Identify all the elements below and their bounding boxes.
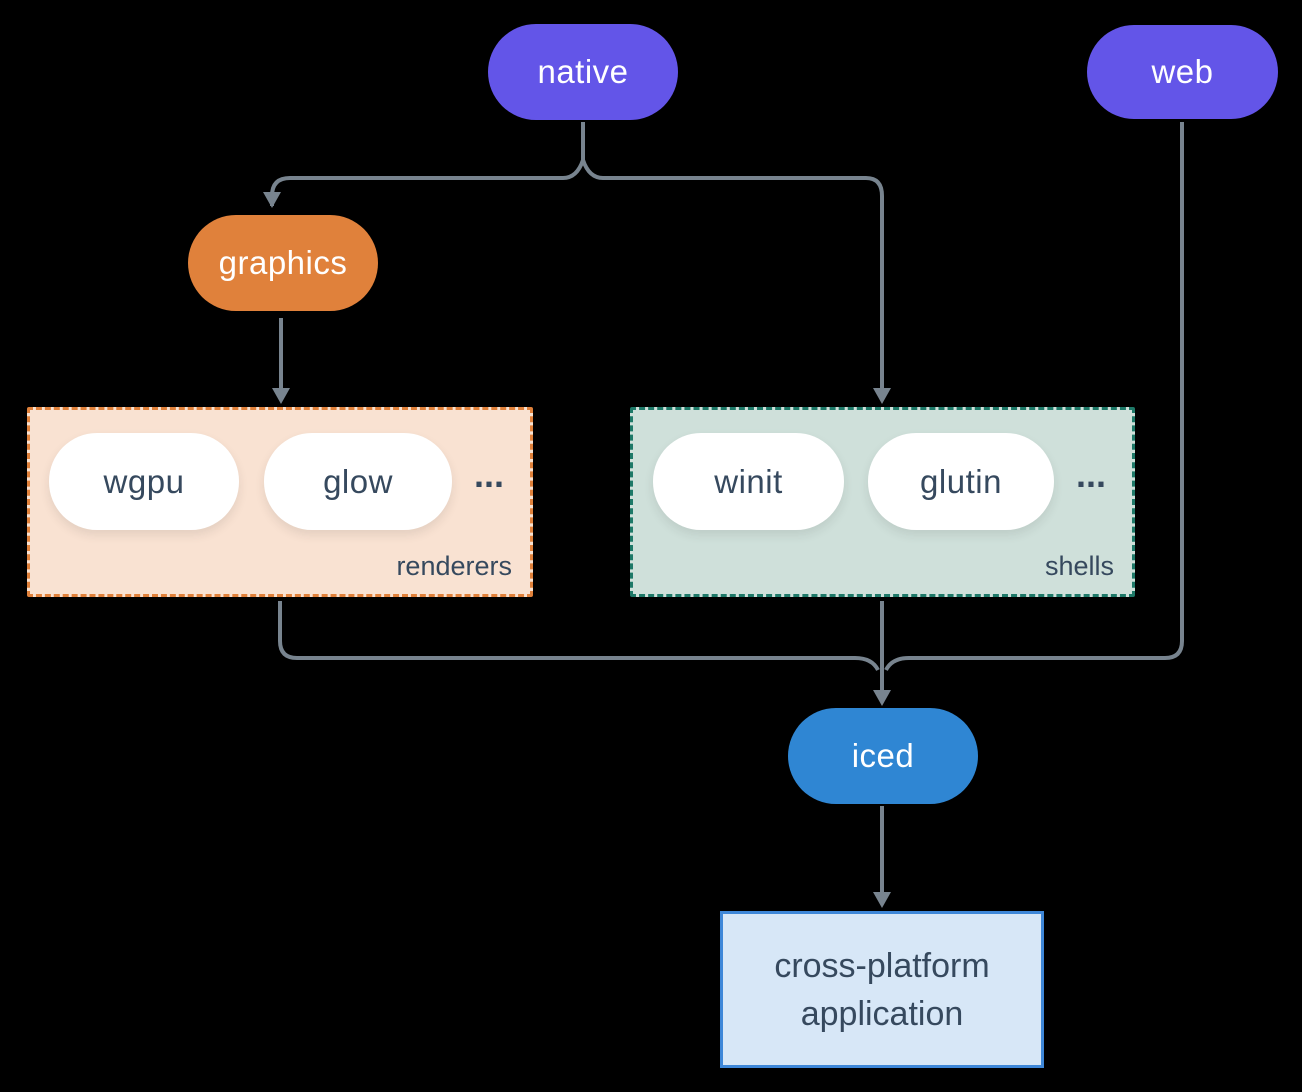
node-glow: glow: [264, 433, 452, 530]
app-label-line1: cross-platform: [774, 946, 990, 985]
node-graphics: graphics: [188, 215, 378, 311]
edge-renderers-merge: [278, 601, 880, 671]
arrowhead-renderers: [272, 388, 290, 404]
node-web: web: [1087, 25, 1278, 119]
node-native: native: [488, 24, 678, 120]
node-native-label: native: [537, 53, 629, 90]
node-iced-label: iced: [851, 737, 915, 774]
node-cross-platform-application: cross-platform application: [720, 911, 1044, 1068]
node-winit: winit: [653, 433, 844, 530]
arrowhead-shells: [873, 388, 891, 404]
node-web-label: web: [1151, 53, 1214, 90]
shells-ellipsis: ...: [1075, 454, 1106, 495]
renderers-ellipsis: ...: [473, 454, 504, 495]
node-glutin: glutin: [868, 433, 1054, 530]
node-graphics-label: graphics: [218, 244, 348, 281]
arrowhead-graphics: [263, 192, 281, 208]
group-shells: winit glutin ... shells: [630, 407, 1135, 597]
app-label-line2: application: [800, 994, 964, 1033]
renderers-group-label: renderers: [396, 551, 512, 581]
group-renderers: wgpu glow ... renderers: [27, 407, 533, 597]
node-glow-label: glow: [323, 462, 393, 500]
edge-native-split: [270, 153, 884, 396]
node-wgpu-label: wgpu: [103, 462, 185, 500]
node-iced: iced: [788, 708, 978, 804]
arrowhead-iced: [873, 690, 891, 706]
node-glutin-label: glutin: [920, 462, 1002, 500]
arrowhead-app: [873, 892, 891, 908]
node-wgpu: wgpu: [49, 433, 239, 530]
edge-web-merge: [884, 122, 1184, 671]
node-winit-label: winit: [714, 462, 783, 500]
shells-group-label: shells: [1044, 551, 1114, 581]
